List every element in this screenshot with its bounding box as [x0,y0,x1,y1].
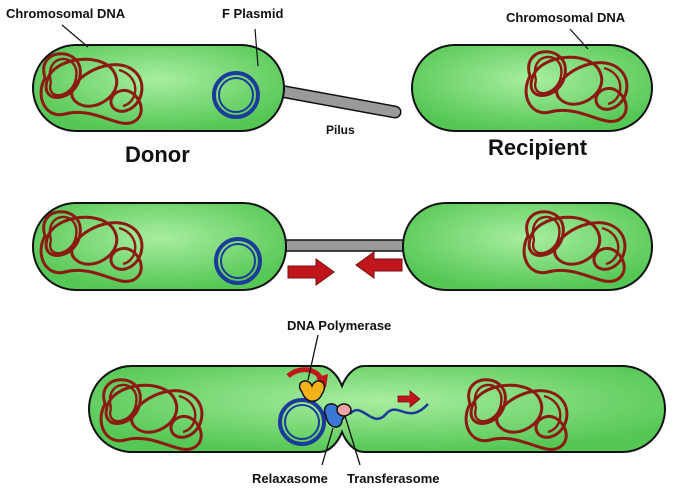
transferasome-icon [336,403,352,417]
f-plasmid-label: F Plasmid [222,6,283,21]
dna-polymerase-icon [298,380,326,402]
f-plasmid-icon [278,398,326,446]
arrow-left-icon [355,251,403,279]
recipient-cell [402,202,653,291]
relaxasome-label: Relaxasome [252,471,328,486]
arrow-right-icon [287,258,335,286]
arrow-right-icon [397,390,421,408]
chromosomal-dna-recipient-label: Chromosomal DNA [506,10,626,25]
transferasome-label: Transferasome [347,471,440,486]
chromosomal-dna-donor-label: Chromosomal DNA [6,6,126,21]
f-plasmid-icon [212,71,260,119]
pilus-bridge [281,239,409,252]
donor-label: Donor [125,142,190,167]
f-plasmid-icon [214,237,262,285]
recipient-label: Recipient [488,135,588,160]
pilus-label: Pilus [326,123,355,137]
dna-polymerase-label: DNA Polymerase [287,318,391,333]
transferred-dna-strand [349,403,429,421]
